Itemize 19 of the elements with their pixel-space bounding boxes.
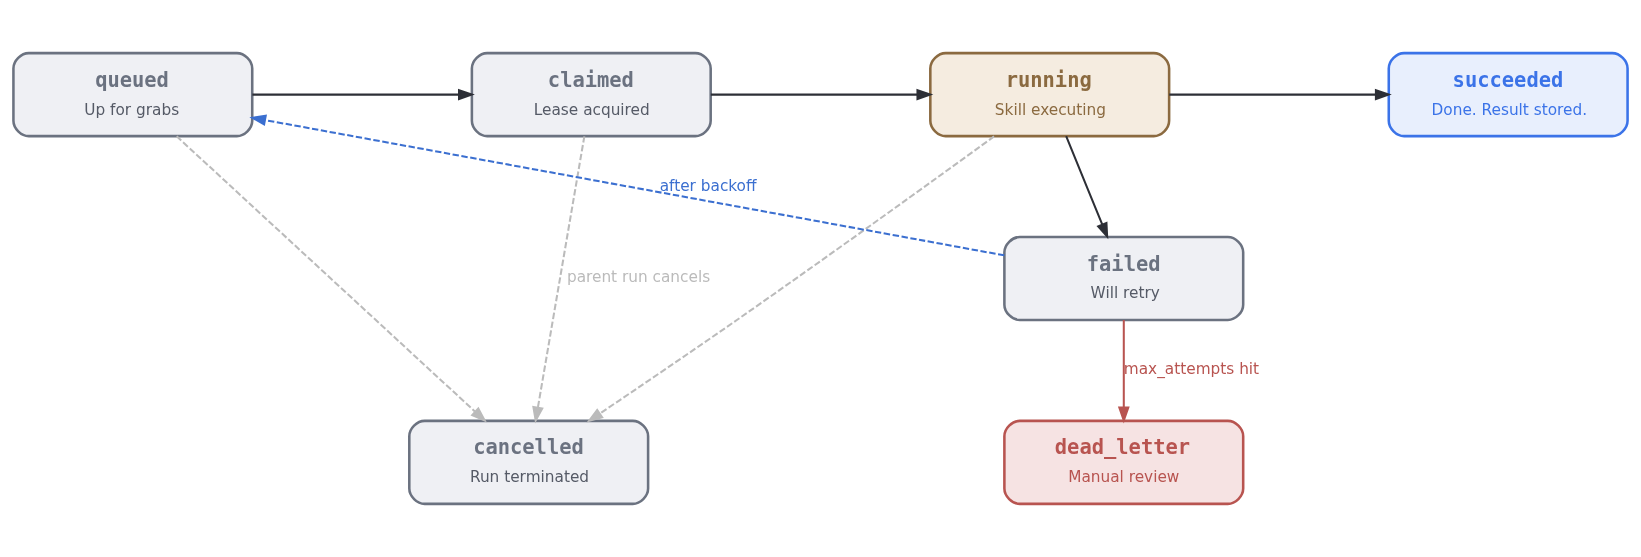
arrow <box>252 88 475 101</box>
arrow <box>1065 135 1109 240</box>
arrow <box>249 114 1005 257</box>
node-box: dead_letter Manual review <box>1003 419 1245 506</box>
arrow <box>586 135 995 423</box>
node-box: claimed Lease acquired <box>470 51 712 138</box>
arrow <box>1117 320 1130 424</box>
arrow <box>532 136 586 424</box>
arrow <box>1169 88 1392 101</box>
edge-label: parent run cancels <box>566 268 711 287</box>
node-box: succeeded Done. Result stored. <box>1387 51 1629 138</box>
arrow <box>176 135 487 423</box>
node-box: cancelled Run terminated <box>408 419 650 506</box>
node-box: running Skill executing <box>929 51 1171 138</box>
edge-label: max_attempts hit <box>1123 360 1260 379</box>
edge-label: after backoff <box>659 176 757 195</box>
node-box: queued Up for grabs <box>12 51 254 138</box>
arrow <box>710 88 934 101</box>
node-box: failed Will retry <box>1003 235 1245 322</box>
